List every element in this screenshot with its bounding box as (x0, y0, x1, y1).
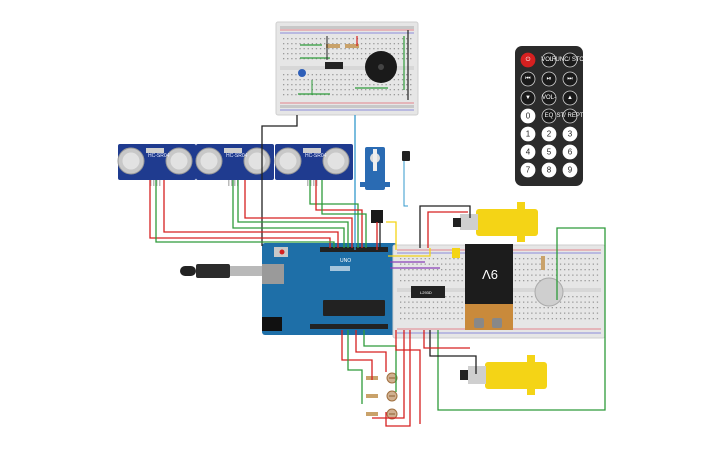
wires (149, 115, 606, 427)
ultrasonic-sensors: HC-SR04 HC-SR04 HC-SR04 (117, 144, 353, 186)
remote-button-label: VOL- (542, 95, 556, 101)
potentiometer[interactable] (534, 277, 564, 307)
remote-button-label: 8 (547, 166, 552, 175)
ultrasonic-sensor[interactable]: HC-SR04 (195, 144, 274, 186)
remote-button[interactable]: ⏻ (520, 52, 536, 68)
remote-button[interactable]: 9 (562, 162, 578, 178)
ldr[interactable] (366, 372, 398, 384)
resistor (326, 44, 340, 48)
remote-button-label: 4 (526, 148, 531, 157)
remote-button-label: 3 (568, 130, 573, 139)
usb-cable (180, 264, 262, 278)
remote-button[interactable]: VOL+ (541, 52, 557, 68)
remote-button[interactable]: 0 (520, 108, 536, 124)
remote-button-label: ⏯ (547, 76, 552, 82)
remote-button-label: ⏭ (567, 76, 573, 82)
remote-button[interactable]: 7 (520, 162, 536, 178)
remote-button[interactable]: ST/ REPT (556, 108, 584, 124)
driver-label: L293D (420, 290, 432, 295)
remote-button-label: ⏻ (526, 56, 531, 63)
ldr-sensors (366, 372, 398, 420)
sensor-label: HC-SR04 (148, 153, 170, 159)
ultrasonic-sensor[interactable]: HC-SR04 (117, 144, 196, 186)
remote-button[interactable]: ⏭ (562, 71, 578, 87)
resistor (345, 44, 359, 48)
remote-button-label: 9 (568, 166, 573, 175)
remote-button[interactable]: EQ (541, 108, 557, 124)
remote-button-label: EQ (545, 113, 554, 119)
remote-button-label: ▲ (567, 95, 573, 101)
remote-button[interactable]: 6 (562, 144, 578, 160)
remote-button[interactable]: 4 (520, 144, 536, 160)
remote-button-label: VOL+ (541, 57, 557, 63)
dc-motor-bottom[interactable] (460, 355, 547, 395)
dc-motor-top[interactable] (453, 202, 538, 242)
top-breadboard[interactable] (275, 21, 419, 116)
ultrasonic-sensor[interactable]: HC-SR04 (274, 144, 353, 186)
ir-receiver[interactable] (402, 151, 410, 207)
remote-button[interactable]: 8 (541, 162, 557, 178)
remote-button-label: FUNC/ STOP (552, 57, 588, 63)
remote-button-label: 5 (547, 148, 552, 157)
arduino-label: UNO (340, 258, 351, 264)
remote-button-label: ▼ (525, 95, 531, 101)
servo-motor[interactable] (360, 147, 390, 223)
capacitor (452, 248, 460, 258)
remote-button-label: 2 (547, 130, 552, 139)
resistor (541, 256, 545, 270)
ldr[interactable] (366, 408, 398, 420)
remote-button[interactable]: VOL- (541, 90, 557, 106)
remote-button[interactable]: ▼ (520, 90, 536, 106)
remote-button-label: 6 (568, 148, 573, 157)
remote-button[interactable]: FUNC/ STOP (552, 52, 588, 68)
sensor-label: HC-SR04 (226, 153, 248, 159)
remote-button-label: 1 (526, 130, 531, 139)
remote-button[interactable]: 5 (541, 144, 557, 160)
ldr[interactable] (366, 390, 398, 402)
sensor-label: HC-SR04 (305, 153, 327, 159)
battery-9v[interactable]: 9V (465, 244, 513, 330)
remote-button[interactable]: 1 (520, 126, 536, 142)
motor-driver-l293d[interactable]: L293D (411, 286, 445, 298)
arduino-uno[interactable]: UNO (262, 243, 397, 335)
battery-label: 9V (482, 267, 498, 282)
ic-chip (325, 62, 343, 69)
remote-button[interactable]: ▲ (562, 90, 578, 106)
remote-button-label: 7 (526, 166, 531, 175)
remote-button-label: ST/ REPT (556, 113, 583, 119)
remote-button-label: ⏮ (525, 76, 531, 82)
remote-button[interactable]: ⏯ (541, 71, 557, 87)
remote-button[interactable]: ⏮ (520, 71, 536, 87)
remote-button-label: 0 (526, 112, 531, 121)
push-button[interactable] (298, 69, 306, 77)
remote-button[interactable]: 2 (541, 126, 557, 142)
remote-button[interactable]: 3 (562, 126, 578, 142)
breadboard-holes (283, 38, 412, 96)
